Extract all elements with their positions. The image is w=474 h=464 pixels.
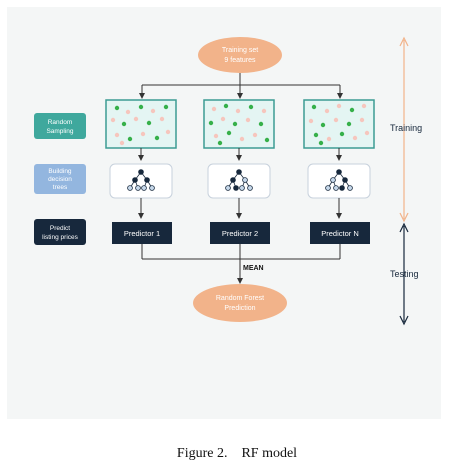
sampling-box-2 [203, 99, 275, 149]
diagram-background [7, 7, 441, 419]
sampling-box-1 [105, 99, 177, 149]
training-connectors [139, 73, 343, 99]
decision-tree-icon [225, 169, 253, 191]
tree-box-2 [207, 163, 271, 199]
predictor-box-2: Predictor 2 [210, 222, 270, 244]
testing-phase-arrow [399, 222, 409, 326]
training-set-line1: Training set [222, 47, 258, 54]
training-set-line2: 9 features [224, 57, 256, 64]
step-sampling-line1: Random [48, 119, 73, 126]
step-building: Building decision trees [34, 164, 86, 194]
step-predict-line1: Predict [50, 225, 70, 232]
step-building-line3: trees [53, 184, 68, 191]
sampling-box-3 [303, 99, 375, 149]
training-phase-arrow [399, 36, 409, 223]
tree-to-predictor-arrows [138, 198, 342, 219]
predictor-label-1: Predictor 1 [124, 229, 160, 238]
tree-box-1 [109, 163, 173, 199]
output-line1: Random Forest [216, 295, 264, 302]
sampling-to-tree-arrows [138, 148, 342, 161]
output-line2: Prediction [224, 305, 255, 312]
step-building-line2: decision [48, 176, 72, 183]
step-sampling-line2: Sampling [46, 128, 73, 135]
step-predict: Predict listing prices [34, 219, 86, 245]
tree-box-3 [307, 163, 371, 199]
predictor-box-1: Predictor 1 [112, 222, 172, 244]
decision-tree-icon [127, 169, 155, 191]
predictor-label-2: Predictor 2 [222, 229, 258, 238]
step-sampling: Random Sampling [34, 113, 86, 139]
predictor-box-n: Predictor N [310, 222, 370, 244]
step-building-line1: Building [48, 168, 72, 175]
testing-label: Testing [390, 269, 419, 279]
aggregation-lines [141, 244, 341, 284]
training-label: Training [390, 123, 422, 133]
output-node: Random Forest Prediction [193, 284, 287, 322]
decision-tree-icon [325, 169, 353, 191]
mean-label: MEAN [243, 265, 264, 272]
figure-caption: Figure 2. RF model [176, 446, 298, 461]
predictor-label-n: Predictor N [321, 229, 359, 238]
training-set-node: Training set 9 features [198, 37, 282, 73]
step-predict-line2: listing prices [42, 234, 79, 241]
